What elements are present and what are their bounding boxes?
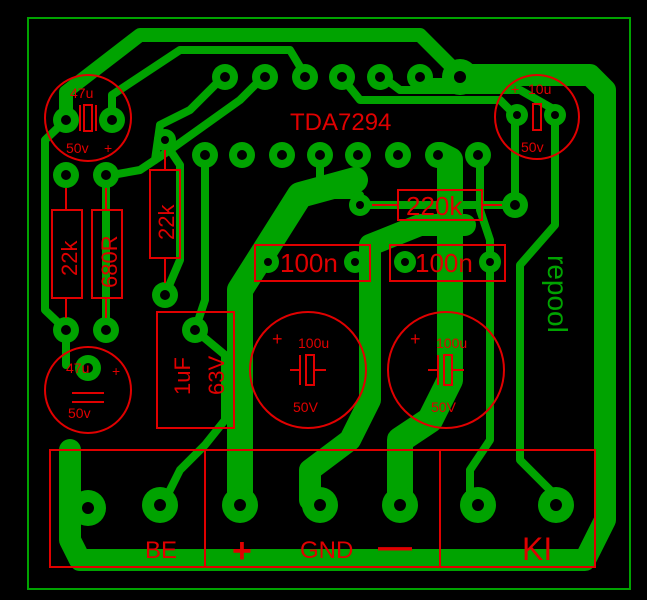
label-plus-47u-bot: +	[112, 363, 120, 379]
copper-plus-rail	[227, 167, 368, 513]
cap-10u-outline	[494, 74, 580, 160]
label-47u-top-volt: 50v	[66, 140, 89, 156]
pad-holes	[61, 71, 562, 514]
label-chip: TDA7294	[290, 109, 391, 136]
label-plus-10u: +	[511, 81, 519, 97]
label-47u-bot-volt: 50v	[68, 405, 91, 421]
label-63V: 63V	[204, 356, 229, 395]
label-10u: 10u	[528, 81, 551, 97]
trace-to-pin1	[108, 46, 309, 124]
label-conn-minus: —	[378, 528, 412, 566]
label-1uF: 1uF	[170, 357, 195, 395]
trace-top-loop	[59, 28, 467, 127]
cap-47u-bot-outline	[44, 346, 132, 434]
trace-1uf	[161, 326, 229, 504]
label-220k: 220k	[406, 191, 463, 221]
board-outline	[27, 17, 631, 590]
cap-100u-b-outline	[387, 311, 505, 429]
label-100u-b: 100u	[436, 335, 467, 351]
trace-left-vert	[41, 116, 70, 334]
label-plus-100u-a: +	[272, 329, 283, 349]
copper-gnd-poly	[299, 214, 476, 511]
silkscreen	[44, 74, 596, 568]
cap-47u-top-outline	[44, 74, 132, 162]
label-conn-plus: +	[232, 532, 252, 570]
cap-100n-b-body	[389, 244, 506, 282]
cap-100n-a-body	[254, 244, 371, 282]
label-100u-b-volt: 50V	[431, 399, 457, 415]
label-100u-a-volt: 50V	[293, 399, 319, 415]
label-22k-mid: 22k	[154, 204, 179, 240]
label-100n-a: 100n	[280, 248, 338, 278]
cap-100u-a-outline	[249, 311, 367, 429]
trace-right-bus2	[466, 151, 494, 504]
label-22k-left: 22k	[57, 240, 82, 276]
label-47u-top: 47u	[70, 85, 93, 101]
cap-1uf-body	[156, 311, 235, 429]
label-plus-100u-b: +	[410, 329, 421, 349]
label-conn-ki: KI	[522, 531, 552, 567]
label-100n-b: 100n	[415, 248, 473, 278]
label-conn-be: BE	[145, 537, 177, 564]
logo-text: repool	[542, 255, 573, 333]
connector-outline	[49, 449, 596, 568]
label-conn-gnd: GND	[300, 537, 353, 564]
label-plus-47u-top: +	[104, 140, 112, 156]
label-47u-bot: 47u	[66, 360, 89, 376]
silk-text: TDA7294 47u 50v + 47u + 50v 10u + 50v 22…	[57, 81, 552, 570]
label-10u-volt: 50v	[521, 139, 544, 155]
label-100u-a: 100u	[298, 335, 329, 351]
trace-pin4	[336, 71, 519, 209]
label-680R: 680R	[97, 235, 122, 288]
